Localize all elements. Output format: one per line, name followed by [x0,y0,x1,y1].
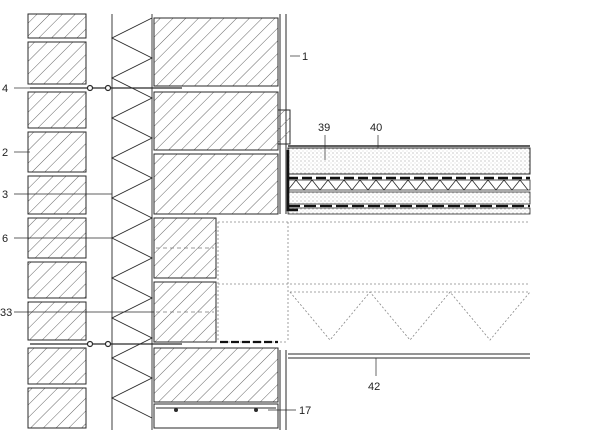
callout-33: 33 [0,307,12,319]
impact-insulation [287,179,531,191]
callout-6: 6 [2,233,8,245]
wall-tie-upper [30,84,182,92]
callout-17: 17 [299,405,311,417]
masonry-joints-dashed [156,247,214,313]
callout-3: 3 [2,189,8,201]
cavity-insulation [110,14,154,430]
callout-42: 42 [368,381,380,393]
ceiling-insulation [289,291,531,341]
callout-4: 4 [2,83,8,95]
suspended-ceiling [220,340,530,359]
outer-brick-leaf [27,13,87,429]
callout-2: 2 [2,147,8,159]
reinforcement-bars [156,407,276,412]
inner-masonry-leaf [153,17,279,429]
edge-strip [286,150,298,212]
callout-39: 39 [318,122,330,134]
skirting-board [277,109,291,145]
floor-screed [287,145,531,175]
floor-slab-top [287,207,531,215]
levelling-layer [287,191,531,205]
callout-1: 1 [302,51,308,63]
callout-40: 40 [370,122,382,134]
leader-lines [14,55,379,411]
wall-tie-lower [30,340,182,348]
ceiling-void-outline [217,221,530,343]
